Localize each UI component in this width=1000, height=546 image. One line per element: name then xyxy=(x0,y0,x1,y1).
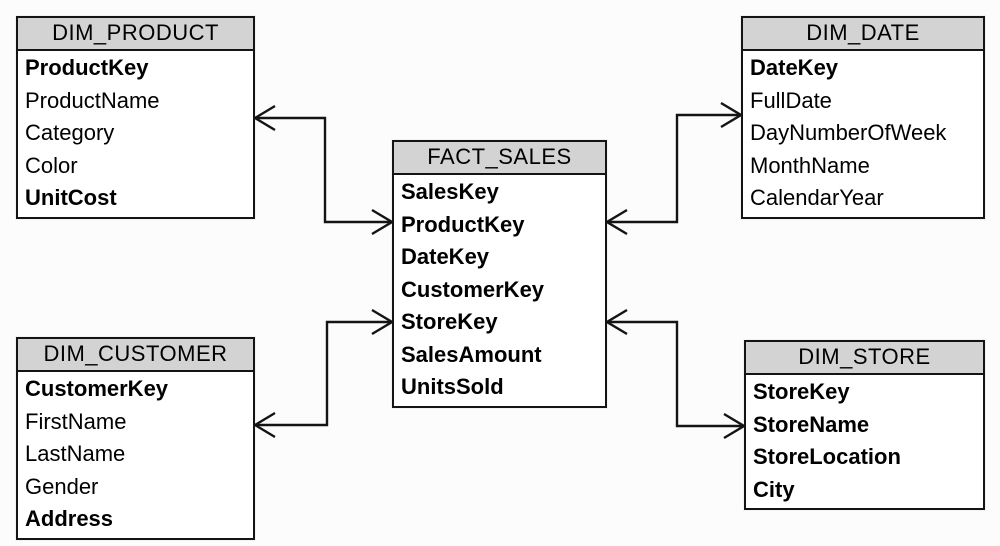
field-monthname: MonthName xyxy=(750,152,870,178)
field-fulldate: FullDate xyxy=(750,87,832,113)
field-color: Color xyxy=(25,152,78,178)
field-city: City xyxy=(753,476,795,502)
field-daynumberofweek: DayNumberOfWeek xyxy=(750,120,947,145)
field-customerkey: CustomerKey xyxy=(25,376,169,401)
field-storelocation: StoreLocation xyxy=(753,444,901,469)
table-title-dim-date: DIM_DATE xyxy=(743,18,983,51)
connector-product-factsales xyxy=(255,118,392,222)
table-title-dim-product: DIM_PRODUCT xyxy=(18,18,253,51)
table-title-fact-sales: FACT_SALES xyxy=(394,142,605,175)
field-lastname: LastName xyxy=(25,441,126,466)
connector-factsales-date xyxy=(607,115,741,222)
field-unitssold: UnitsSold xyxy=(401,374,504,399)
field-firstname: FirstName xyxy=(25,408,127,434)
field-salesamount: SalesAmount xyxy=(401,341,542,367)
field-productkey: ProductKey xyxy=(401,211,525,237)
field-gender: Gender xyxy=(25,473,99,499)
field-unitcost: UnitCost xyxy=(25,185,117,210)
field-storekey: StoreKey xyxy=(401,309,498,334)
field-productkey: ProductKey xyxy=(25,55,149,80)
field-category: Category xyxy=(25,120,115,145)
field-address: Address xyxy=(25,506,114,531)
field-saleskey: SalesKey xyxy=(401,179,499,204)
field-datekey: DateKey xyxy=(750,55,839,80)
field-storename: StoreName xyxy=(753,411,870,437)
field-calendaryear: CalendarYear xyxy=(750,185,884,210)
connector-customer-factsales xyxy=(255,322,392,425)
connector-factsales-store xyxy=(607,322,744,426)
field-datekey: DateKey xyxy=(401,244,490,269)
table-title-dim-store: DIM_STORE xyxy=(746,342,983,375)
field-storekey: StoreKey xyxy=(753,379,850,404)
table-title-dim-customer: DIM_CUSTOMER xyxy=(18,339,253,372)
field-customerkey: CustomerKey xyxy=(401,276,545,302)
field-productname: ProductName xyxy=(25,87,160,113)
